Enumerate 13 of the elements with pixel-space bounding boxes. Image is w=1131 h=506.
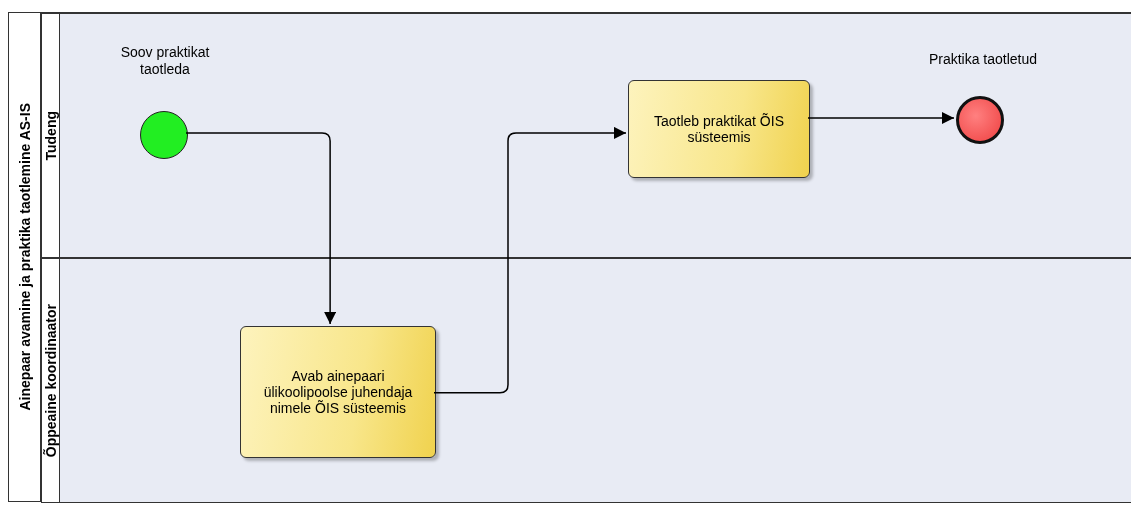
swimlane [41,258,1131,503]
lane-label: Tudeng [42,110,59,161]
pool [8,12,1131,502]
event-label: Soov praktikat taotleda [119,44,211,78]
swimlane [41,13,1131,258]
sequence-flow-arrow [185,132,337,325]
lane-label: Õppeaine koordinaator [42,303,59,458]
sequence-flow-arrow [433,126,627,394]
pool-label: Ainepaar avamine ja praktika taotlemine AS-IS [16,103,33,411]
sequence-flow-arrow [807,112,955,124]
task-box: Avab ainepaari ülikoolipoolse juhendaja nimele ÕIS süsteemis [240,326,436,458]
task-box: Taotleb praktikat ÕIS süsteemis [628,80,810,178]
event-label: Praktika taotletud [927,51,1039,68]
